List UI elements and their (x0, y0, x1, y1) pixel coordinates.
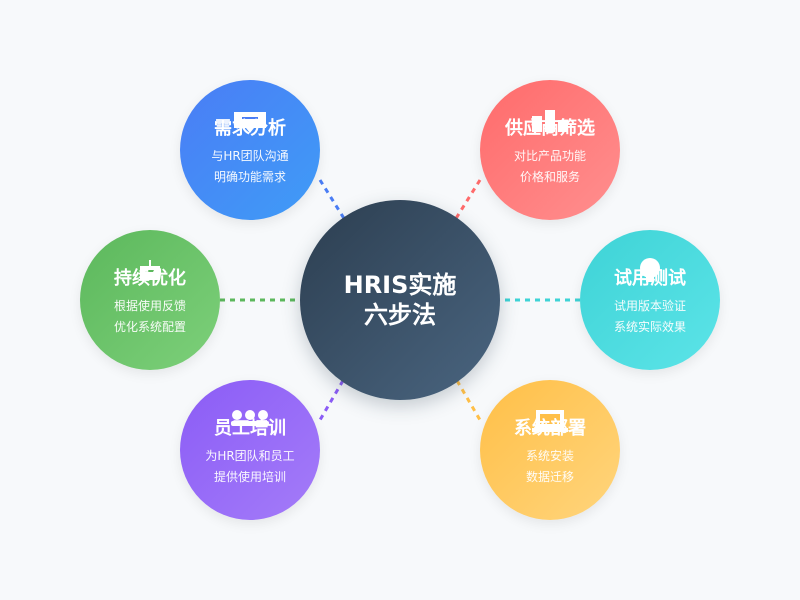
tools-icon (128, 256, 172, 284)
step-title: 供应商筛选 (505, 118, 595, 139)
step-description: 与HR团队沟通 明确功能需求 (211, 149, 289, 184)
step-description: 对比产品功能 价格和服务 (513, 149, 586, 184)
step-description: 根据使用反馈 优化系统配置 (113, 299, 186, 334)
center-hub: HRIS实施六步法 (300, 200, 500, 400)
people-group-icon (228, 406, 272, 434)
step-requirements-analysis: 需求分析 与HR团队沟通 明确功能需求 (180, 80, 320, 220)
chat-bubble-icon (228, 106, 272, 134)
center-title: HRIS实施六步法 (343, 271, 457, 329)
step-employee-training: 员工培训 为HR团队和员工 提供使用培训 (180, 380, 320, 520)
step-title: 持续优化 (114, 268, 186, 289)
monitor-icon (528, 406, 572, 434)
step-description: 为HR团队和员工 提供使用培训 (205, 449, 295, 484)
lightbulb-icon (628, 256, 672, 284)
step-description: 试用版本验证 系统实际效果 (613, 299, 686, 334)
step-title: 系统部署 (514, 418, 586, 439)
step-continuous-optimization: 持续优化 根据使用反馈 优化系统配置 (80, 230, 220, 370)
step-title: 员工培训 (214, 418, 286, 439)
step-title: 试用测试 (614, 268, 686, 289)
step-title: 需求分析 (214, 118, 286, 139)
step-vendor-selection: 供应商筛选 对比产品功能 价格和服务 (480, 80, 620, 220)
step-system-deployment: 系统部署 系统安装 数据迁移 (480, 380, 620, 520)
bar-chart-icon (528, 106, 572, 134)
step-description: 系统安装 数据迁移 (525, 449, 574, 484)
step-trial-testing: 试用测试 试用版本验证 系统实际效果 (580, 230, 720, 370)
